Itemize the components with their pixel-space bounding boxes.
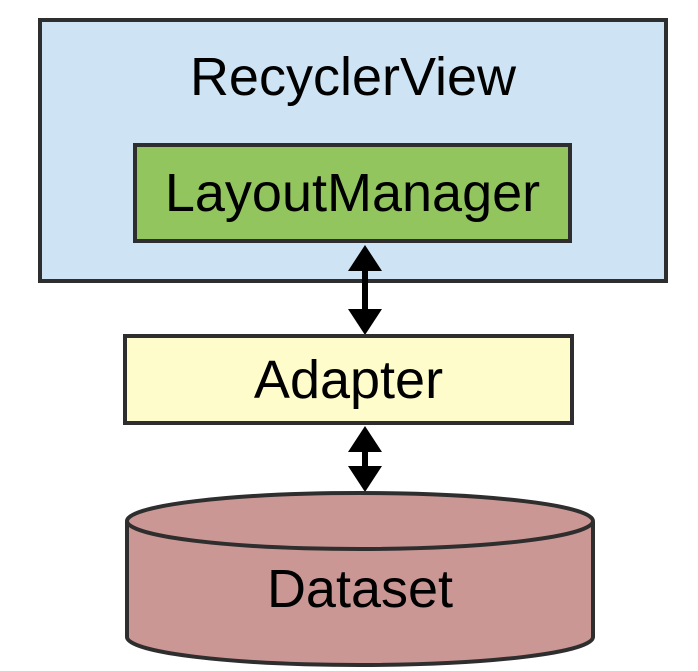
arrowhead-down bbox=[348, 466, 382, 492]
cylinder-body bbox=[125, 521, 595, 667]
arrowhead-up bbox=[348, 245, 382, 271]
arrow-shaft bbox=[362, 267, 368, 313]
arrowhead-up bbox=[348, 426, 382, 452]
cylinder-top-ellipse bbox=[125, 491, 595, 551]
adapter-box: Adapter bbox=[123, 334, 574, 425]
dataset-label: Dataset bbox=[266, 559, 454, 619]
recyclerview-label: RecyclerView bbox=[189, 47, 517, 107]
recyclerview-box: RecyclerView LayoutManager bbox=[38, 18, 668, 283]
arrow-layoutmanager-adapter-icon bbox=[348, 245, 382, 335]
arrow-shaft bbox=[362, 448, 368, 470]
arrowhead-down bbox=[348, 309, 382, 335]
layoutmanager-label: LayoutManager bbox=[164, 163, 541, 223]
arrow-adapter-dataset-icon bbox=[348, 426, 382, 492]
adapter-label: Adapter bbox=[253, 349, 444, 410]
layoutmanager-box: LayoutManager bbox=[133, 143, 572, 243]
dataset-cylinder bbox=[125, 491, 595, 667]
